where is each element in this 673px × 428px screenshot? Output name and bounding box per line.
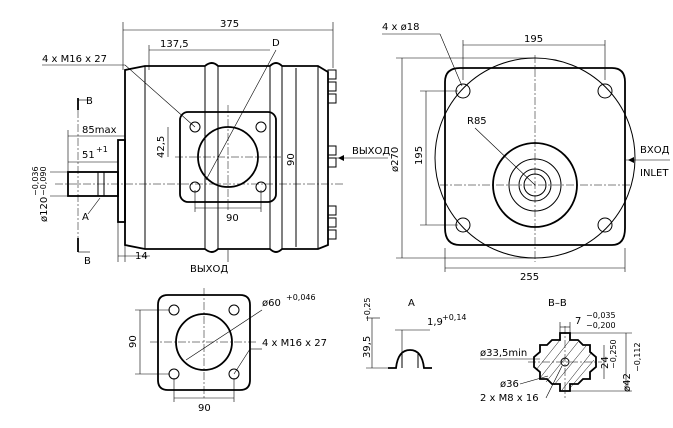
- dim-shaft-51: 51: [82, 150, 95, 161]
- end-view: 4 x ø18 195 R85 ø270: [382, 22, 670, 283]
- detail-a-view: A 39,5 −0,25 1,9 +0,14: [362, 297, 467, 369]
- dim-shaft-51-tol: +1: [96, 145, 108, 154]
- dim-r85: R85: [467, 116, 487, 127]
- dim-bb-42: ø42: [622, 373, 633, 392]
- dim-body-length: 137,5: [160, 39, 189, 50]
- dim-bb-7-tol-up: −0,035: [586, 311, 616, 320]
- flange-view: ø60 +0,046 4 x M16 x 27 90 90: [128, 288, 327, 414]
- dim-flange-dia: ø60: [262, 298, 281, 309]
- label-section-b-bottom: B: [84, 256, 91, 267]
- dim-255: 255: [520, 272, 539, 283]
- dim-key-1-9: 1,9: [427, 317, 443, 328]
- dim-flange-m16: 4 x M16 x 27: [262, 338, 327, 349]
- dim-bb-24-tol: −0,250: [609, 339, 618, 369]
- dim-flange-90-h: 90: [198, 403, 211, 414]
- label-section-title: B–B: [548, 298, 567, 309]
- dim-key-39: 39,5: [362, 336, 373, 358]
- dim-195-top: 195: [524, 34, 543, 45]
- dim-bb-24: 24: [600, 356, 611, 369]
- dim-m16-front: 4 x M16 x 27: [42, 54, 107, 65]
- dim-flange-90-v: 90: [128, 335, 139, 348]
- rear-bolts: [327, 69, 337, 240]
- label-outlet-right: ВЫХОД: [352, 146, 390, 157]
- dim-overall-length: 375: [220, 19, 239, 30]
- dim-bb-33: ø33,5min: [480, 348, 527, 359]
- dim-195-v: 195: [414, 146, 425, 165]
- label-detail-a: A: [82, 212, 89, 223]
- dim-key-1-9-tol: +0,14: [442, 313, 467, 322]
- dim-port-d: D: [272, 38, 280, 49]
- dim-holes-18: 4 x ø18: [382, 22, 419, 33]
- dim-port-90-v: 90: [286, 153, 297, 166]
- dim-shaft-dia-tol-lo: −0,090: [39, 166, 48, 196]
- dim-shaft-dia-tol-up: −0,036: [31, 166, 40, 196]
- dim-key-39-tol: −0,25: [363, 297, 372, 322]
- dim-bb-7-tol-lo: −0,200: [586, 321, 616, 330]
- label-inlet-en: INLET: [640, 168, 669, 179]
- dim-port-90-h: 90: [226, 213, 239, 224]
- dim-bb-7: 7: [575, 316, 581, 327]
- dim-bb-m8: 2 x M8 x 16: [480, 393, 539, 404]
- label-detail-a-title: A: [408, 298, 415, 309]
- dim-flange-dia-tol: +0,046: [286, 293, 316, 302]
- dim-14: 14: [135, 251, 148, 262]
- label-section-b-top: B: [86, 96, 93, 107]
- dim-shaft-85: 85max: [82, 125, 117, 136]
- side-view: 375 137,5 D 4 x M16 x 27: [31, 19, 390, 275]
- dim-bb-36: ø36: [500, 379, 519, 390]
- label-inlet-ru: ВХОД: [640, 145, 670, 156]
- section-b-b-view: B–B 7 −0,035 −0,200 ø33,5min ø36 2 x M8 …: [480, 298, 642, 404]
- dim-bb-42-tol: −0,112: [633, 342, 642, 372]
- label-outlet-bottom: ВЫХОД: [190, 264, 228, 275]
- dim-shaft-dia: ø120: [39, 197, 50, 222]
- dim-42-5: 42,5: [156, 136, 167, 158]
- dim-dia-270: ø270: [390, 147, 401, 172]
